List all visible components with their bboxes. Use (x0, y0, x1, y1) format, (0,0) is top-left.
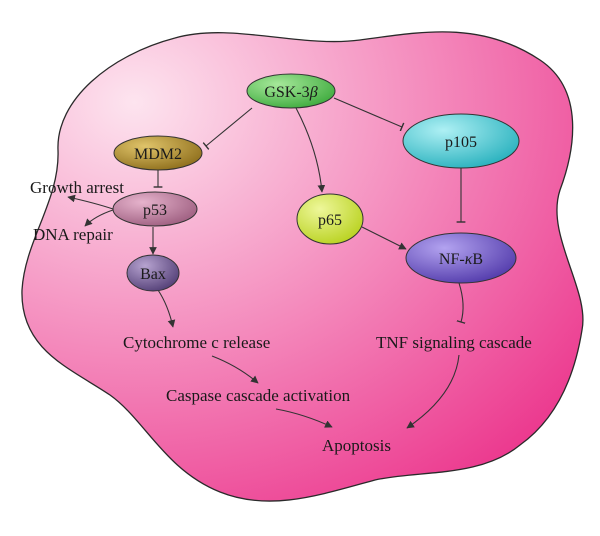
node-p65-label: p65 (318, 212, 342, 229)
node-gsk3b: GSK-3β (246, 73, 336, 109)
edge-gsk3b-p105 (333, 97, 405, 132)
node-mdm2-label: MDM2 (134, 146, 182, 163)
label-apoptosis: Apoptosis (322, 436, 391, 455)
edge-gsk3b-mdm2 (202, 107, 253, 150)
node-p105-label: p105 (445, 134, 477, 151)
node-bax-label: Bax (140, 266, 166, 283)
edge-p65-nfkb (361, 226, 407, 250)
node-p105: p105 (402, 113, 520, 169)
edge-cyto-caspase (211, 355, 259, 384)
node-gsk3b-label: GSK-3β (264, 84, 317, 101)
node-mdm2: MDM2 (113, 135, 203, 171)
node-p53-shape (112, 191, 198, 227)
label-caspase: Caspase cascade activation (166, 386, 351, 405)
edge-bax-cyto (157, 289, 176, 328)
node-nfkb-label: NF-κB (439, 251, 483, 268)
edges (67, 97, 466, 429)
node-p53-label: p53 (143, 202, 167, 219)
label-growth-arrest: Growth arrest (30, 178, 124, 197)
edge-p53-dna (84, 209, 114, 227)
node-bax: Bax (126, 254, 180, 292)
label-dna-repair: DNA repair (33, 225, 113, 244)
edge-nfkb-tnf (456, 282, 466, 324)
edge-gsk3b-p65 (295, 107, 326, 193)
edge-caspase-apoptosis (275, 408, 333, 428)
node-nfkb: NF-κB (405, 232, 517, 284)
node-gsk3b-shape (246, 73, 336, 109)
node-nfkb-shape (405, 232, 517, 284)
node-p65: p65 (296, 193, 364, 245)
node-p65-shape (296, 193, 364, 245)
node-mdm2-shape (113, 135, 203, 171)
label-cytochrome: Cytochrome c release (123, 333, 270, 352)
node-bax-shape (126, 254, 180, 292)
node-p105-shape (402, 113, 520, 169)
edge-p53-growth (67, 194, 114, 210)
label-tnf: TNF signaling cascade (376, 333, 532, 352)
node-p53: p53 (112, 191, 198, 227)
edge-tnf-apoptosis (406, 354, 460, 429)
